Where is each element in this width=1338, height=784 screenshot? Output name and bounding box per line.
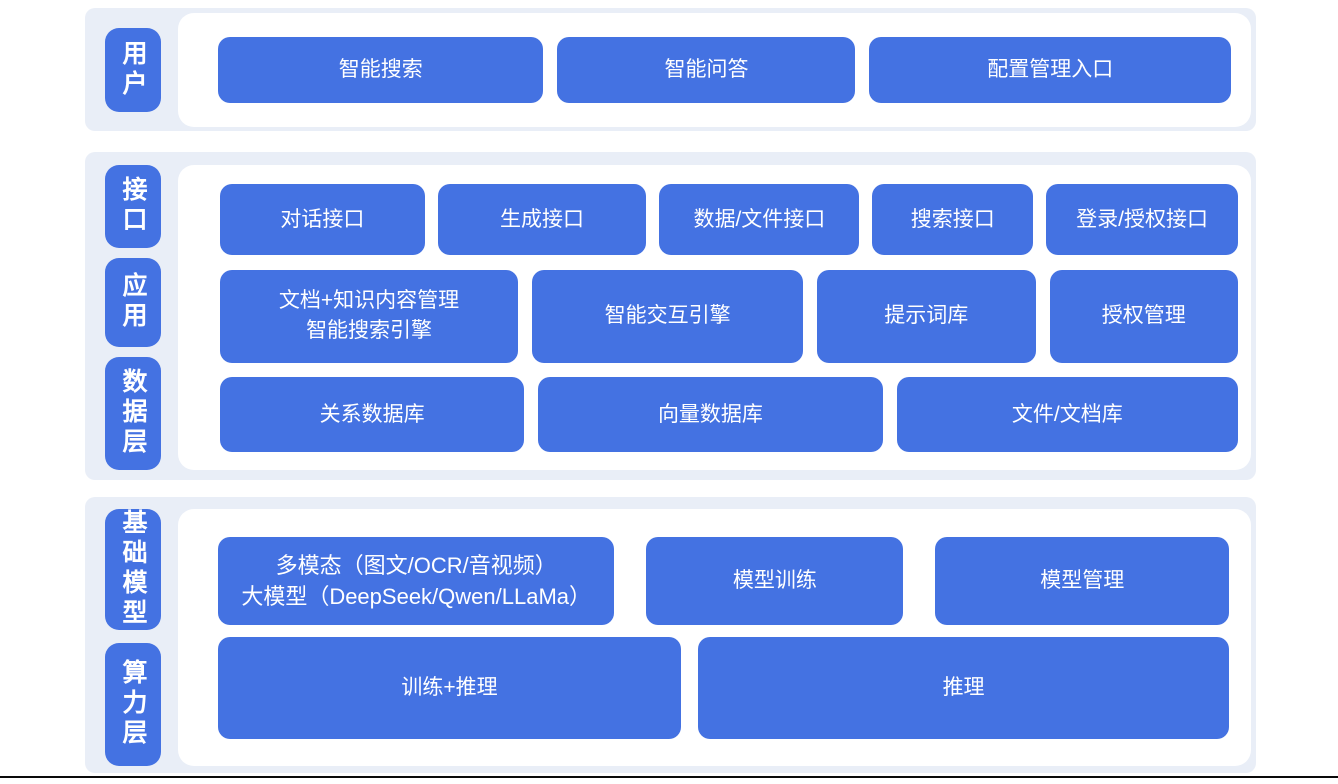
diagram-block-label: 模型训练 — [732, 569, 817, 593]
diagram-block-label: 智能交互引擎 — [604, 304, 731, 328]
button-row: 关系数据库 向量数据库 文件/文档库 — [220, 377, 1238, 452]
diagram-block-label: 模型管理 — [1040, 569, 1125, 593]
diagram-block-label: 智能问答 — [664, 58, 749, 82]
layer-panel: 多模态（图文/OCR/音视频） 大模型（DeepSeek/Qwen/LLaMa） 模… — [178, 509, 1251, 766]
diagram-block-label: 大模型（DeepSeek/Qwen/LLaMa） — [241, 584, 592, 609]
diagram-block-label: 授权管理 — [1101, 304, 1186, 328]
diagram-block: 训练+推理 — [218, 637, 682, 739]
diagram-block: 提示词库 — [817, 269, 1036, 363]
layer-label: 算力层 — [105, 642, 161, 766]
layer-label: 应用 — [105, 257, 161, 347]
diagram-block: 多模态（图文/OCR/音视频） 大模型（DeepSeek/Qwen/LLaMa） — [218, 537, 615, 625]
diagram-block: 智能搜索 — [218, 37, 544, 103]
diagram-block-label: 配置管理入口 — [987, 58, 1114, 82]
diagram-block-label: 登录/授权接口 — [1076, 207, 1208, 231]
layer-panel: 智能搜索 智能问答 配置管理入口 — [178, 13, 1251, 127]
button-row: 智能搜索 智能问答 配置管理入口 — [218, 37, 1231, 103]
diagram-block: 模型管理 — [935, 537, 1229, 625]
diagram-block: 生成接口 — [437, 184, 647, 255]
diagram-block-label: 对话接口 — [280, 207, 365, 231]
button-row: 对话接口 生成接口 数据/文件接口 搜索接口 登录/授权接口 — [220, 184, 1238, 255]
diagram-block-label: 多模态（图文/OCR/音视频） — [275, 552, 557, 578]
diagram-block: 关系数据库 — [220, 377, 525, 452]
layer-band-model-compute: 基础模型算力层 多模态（图文/OCR/音视频） 大模型（DeepSeek/Qwen… — [85, 497, 1256, 773]
diagram-block: 配置管理入口 — [869, 37, 1231, 103]
diagram-block: 模型训练 — [646, 537, 904, 625]
diagram-block: 智能问答 — [557, 37, 856, 103]
button-row: 多模态（图文/OCR/音视频） 大模型（DeepSeek/Qwen/LLaMa） 模… — [218, 537, 1229, 625]
diagram-block-label: 搜索接口 — [910, 207, 995, 231]
layer-label: 基础模型 — [105, 509, 161, 630]
diagram-block: 智能交互引擎 — [532, 269, 804, 363]
layer-band-user: 用户 智能搜索 智能问答 配置管理入口 — [85, 8, 1256, 131]
button-row: 训练+推理 推理 — [218, 637, 1229, 739]
diagram-block: 数据/文件接口 — [659, 184, 860, 255]
diagram-block-label: 智能搜索引擎 — [306, 319, 433, 342]
layer-label-column: 接口应用数据层 — [105, 165, 161, 470]
diagram-block: 登录/授权接口 — [1046, 184, 1238, 255]
diagram-block-label: 文档+知识内容管理 — [278, 289, 460, 313]
button-row: 文档+知识内容管理智能搜索引擎 智能交互引擎 提示词库 授权管理 — [220, 269, 1238, 363]
diagram-block-label: 智能搜索 — [338, 58, 423, 82]
layer-label: 用户 — [105, 28, 161, 112]
diagram-block: 授权管理 — [1049, 269, 1238, 363]
diagram-block-label: 推理 — [942, 676, 985, 700]
diagram-block-label: 生成接口 — [500, 207, 585, 231]
diagram-block-label: 文件/文档库 — [1011, 402, 1123, 426]
diagram-block: 文档+知识内容管理智能搜索引擎 — [220, 269, 519, 363]
architecture-diagram: 用户 智能搜索 智能问答 配置管理入口 接口应用数据层 对话接口 生成接口 数据/文件接… — [85, 8, 1256, 773]
layer-band-interface-app-data: 接口应用数据层 对话接口 生成接口 数据/文件接口 搜索接口 登录/授权接口 文档+知识… — [85, 152, 1256, 480]
layer-panel: 对话接口 生成接口 数据/文件接口 搜索接口 登录/授权接口 文档+知识内容管理智能搜索… — [178, 165, 1251, 470]
diagram-block-label: 提示词库 — [884, 304, 969, 328]
diagram-block: 向量数据库 — [538, 377, 883, 452]
bottom-divider-line — [0, 776, 1338, 778]
diagram-block-label: 数据/文件接口 — [693, 207, 826, 231]
layer-label: 接口 — [105, 165, 161, 248]
diagram-block: 对话接口 — [220, 184, 425, 255]
diagram-block-label: 向量数据库 — [657, 402, 763, 426]
diagram-block: 文件/文档库 — [896, 377, 1238, 452]
layer-label-column: 用户 — [105, 13, 161, 127]
layer-label-column: 基础模型算力层 — [105, 509, 161, 766]
layer-label: 数据层 — [105, 356, 161, 470]
diagram-block: 搜索接口 — [872, 184, 1034, 255]
diagram-block: 推理 — [698, 637, 1229, 739]
diagram-block-label: 关系数据库 — [319, 402, 425, 426]
diagram-block-label: 训练+推理 — [401, 676, 498, 700]
